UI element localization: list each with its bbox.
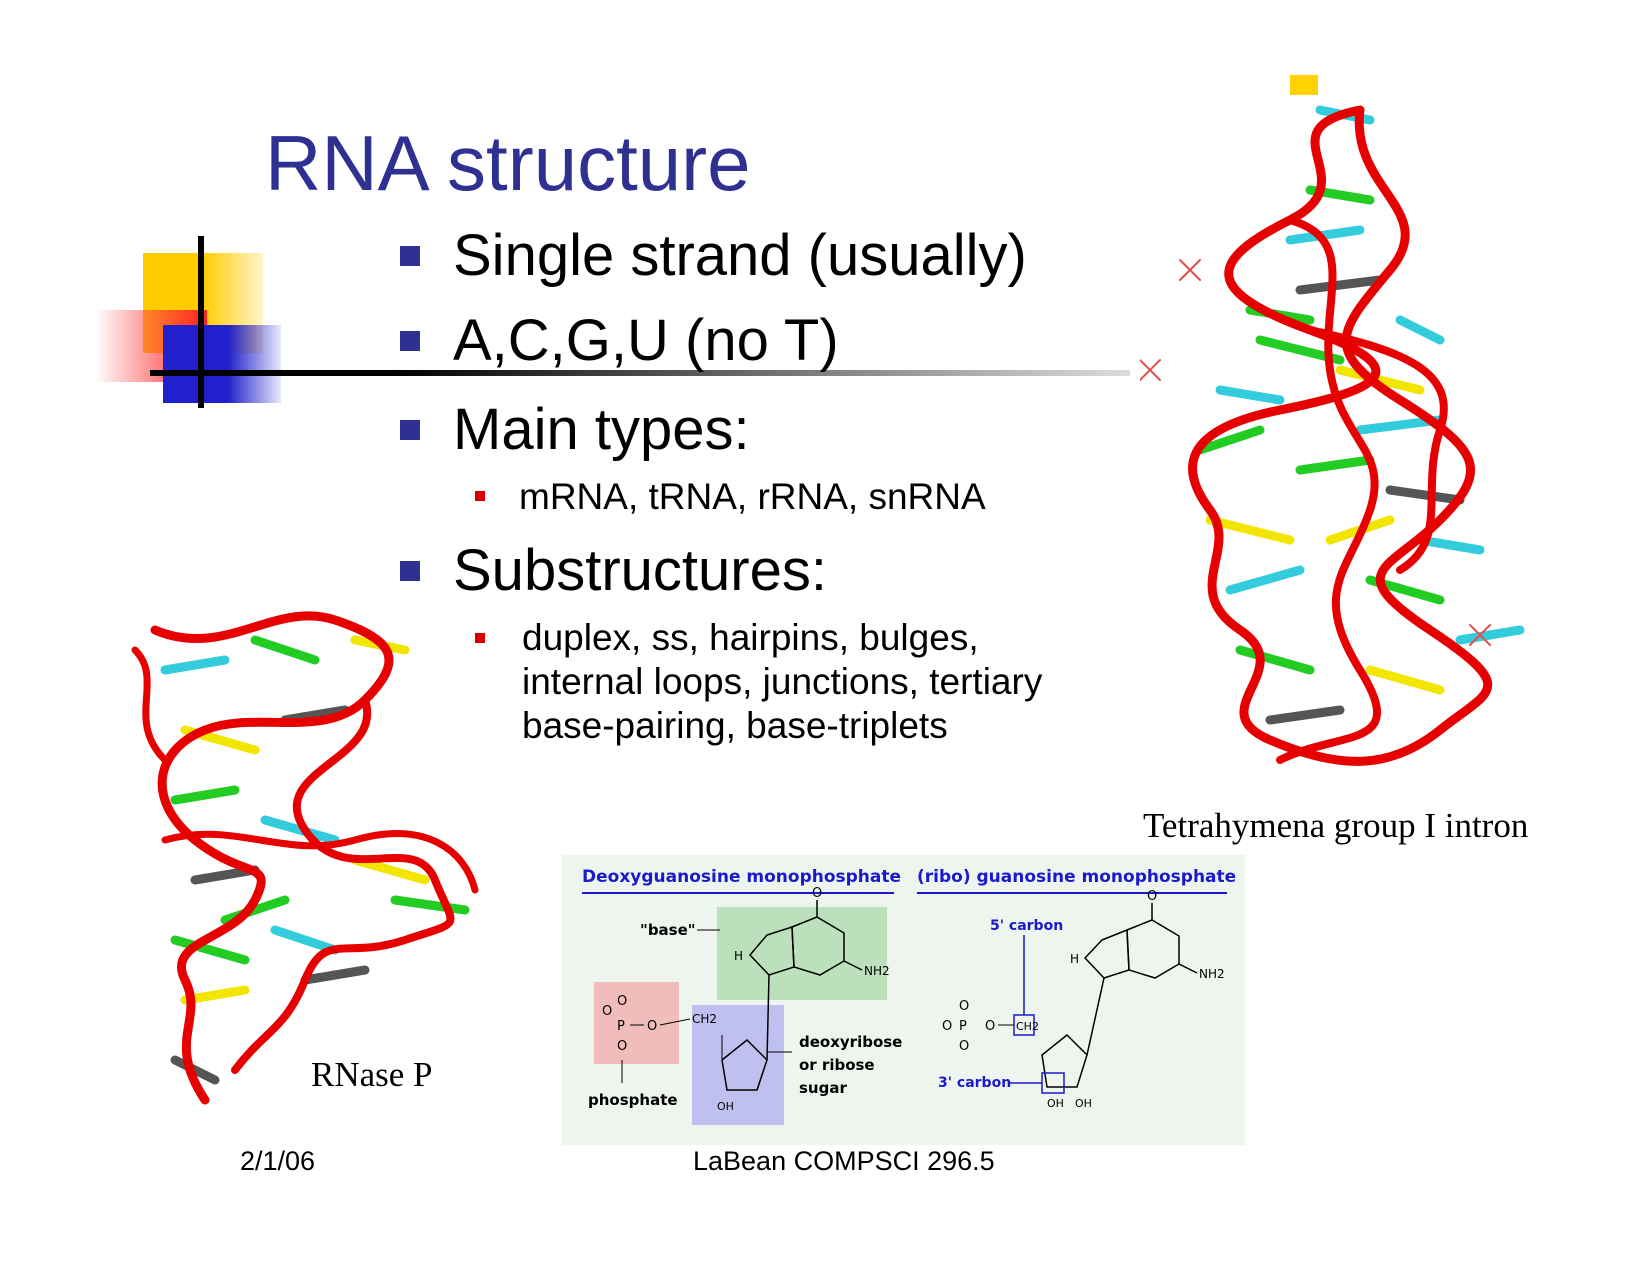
sub-bullet-line: base-pairing, base-triplets [522,705,948,746]
svg-text:H: H [734,949,743,963]
svg-text:O: O [985,1019,995,1034]
footer-date: 2/1/06 [240,1146,316,1176]
svg-text:O: O [617,994,627,1009]
rnase-p-caption: RNase P [311,1055,433,1094]
svg-text:O: O [959,1039,969,1054]
base-label: "base" [640,921,696,939]
decor-blue-square [163,325,281,403]
sub-bullet-square-icon [475,633,485,643]
svg-text:O: O [647,1019,657,1034]
carbon5-label: 5' carbon [990,918,1063,934]
slide-title: RNA structure [265,119,751,207]
bullet-text: A,C,G,U (no T) [453,308,839,373]
bullet-main-types: Main types: [400,396,750,463]
dgmp-heading: Deoxyguanosine monophosphate [582,867,901,887]
decor-vertical-line [198,236,204,408]
sugar-label-line1: deoxyribose [799,1033,902,1051]
svg-text:H: H [1070,952,1079,966]
svg-text:O: O [617,1039,627,1054]
svg-text:CH2: CH2 [1016,1020,1039,1033]
sugar-label-line3: sugar [799,1079,847,1097]
bullet-text: Substructures: [453,538,827,603]
sub-bullet-text: mRNA, tRNA, rRNA, snRNA [519,476,986,517]
bullet-text: Main types: [453,397,750,462]
svg-text:NH2: NH2 [1199,967,1225,981]
bullet-bases: A,C,G,U (no T) [400,307,839,374]
nucleotide-structure-figure: Deoxyguanosine monophosphate (ribo) guan… [582,867,1236,1125]
gmp-heading: (ribo) guanosine monophosphate [917,867,1236,887]
svg-text:O: O [1147,889,1157,904]
bullet-square-icon [400,419,420,440]
rnase-p-image [131,611,479,1105]
sub-bullet-substructure-list: duplex, ss, hairpins, bulges, internal l… [522,616,1042,748]
bullet-substructures: Substructures: [400,537,827,604]
footer-course: LaBean COMPSCI 296.5 [693,1146,995,1176]
carbon3-label: 3' carbon [938,1075,1011,1091]
phosphate-highlight [594,982,679,1064]
tetrahymena-caption: Tetrahymena group I intron [1143,806,1529,845]
bullet-text: Single strand (usually) [453,223,1027,288]
sub-bullet-square-icon [475,491,485,502]
bullet-square-icon [400,560,420,581]
svg-text:P: P [959,1019,967,1034]
sub-bullet-line: duplex, ss, hairpins, bulges, [522,617,979,658]
svg-text:O: O [959,999,969,1014]
title-divider-line [150,370,1130,376]
svg-text:CH2: CH2 [692,1012,717,1026]
sugar-highlight [692,1005,784,1125]
nucleotide-diagram-panel: Deoxyguanosine monophosphate (ribo) guan… [562,855,1245,1145]
svg-text:NH2: NH2 [864,964,890,978]
svg-text:P: P [617,1019,625,1034]
sub-bullet-line: internal loops, junctions, tertiary [522,661,1043,702]
bullet-square-icon [400,330,420,351]
bullet-square-icon [400,245,420,266]
svg-text:O: O [602,1004,612,1019]
phosphate-label: phosphate [588,1091,678,1109]
tetrahymena-intron-image [1140,75,1525,766]
bullet-single-strand: Single strand (usually) [400,222,1027,289]
sugar-label-line2: or ribose [799,1056,875,1074]
svg-text:OH: OH [1075,1097,1092,1110]
sub-bullet-rna-types: mRNA, tRNA, rRNA, snRNA [475,476,986,518]
svg-text:O: O [942,1019,952,1034]
svg-text:OH: OH [717,1100,734,1113]
svg-text:O: O [812,886,822,901]
svg-text:OH: OH [1047,1097,1064,1110]
